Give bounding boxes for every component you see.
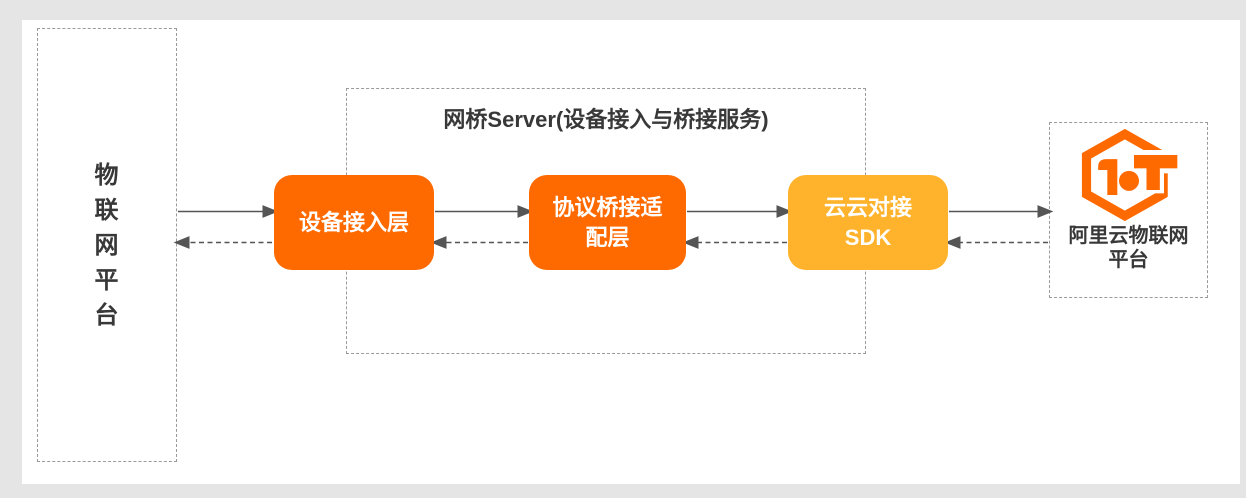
iot-platform-label: 物 联 网 平 台: [94, 161, 120, 329]
aliyun-iot-platform-label: 阿里云物联网 平台: [1068, 225, 1189, 271]
cloud-cloud-sdk-box: 云云对接 SDK: [788, 175, 948, 270]
aliyun-iot-logo-icon: [1081, 129, 1179, 221]
bridge-server-container: 网桥Server(设备接入与桥接服务): [346, 88, 866, 354]
bridge-server-title: 网桥Server(设备接入与桥接服务): [443, 107, 769, 132]
iot-platform-box: 物 联 网 平 台: [37, 28, 177, 462]
aliyun-iot-platform-box: 阿里云物联网 平台: [1049, 122, 1208, 298]
device-access-layer-box: 设备接入层: [274, 175, 434, 270]
protocol-bridge-adapter-box: 协议桥接适 配层: [529, 175, 686, 270]
protocol-bridge-adapter-label: 协议桥接适 配层: [552, 194, 663, 250]
cloud-cloud-sdk-label: 云云对接 SDK: [823, 194, 912, 250]
device-access-layer-label: 设备接入层: [298, 209, 409, 235]
